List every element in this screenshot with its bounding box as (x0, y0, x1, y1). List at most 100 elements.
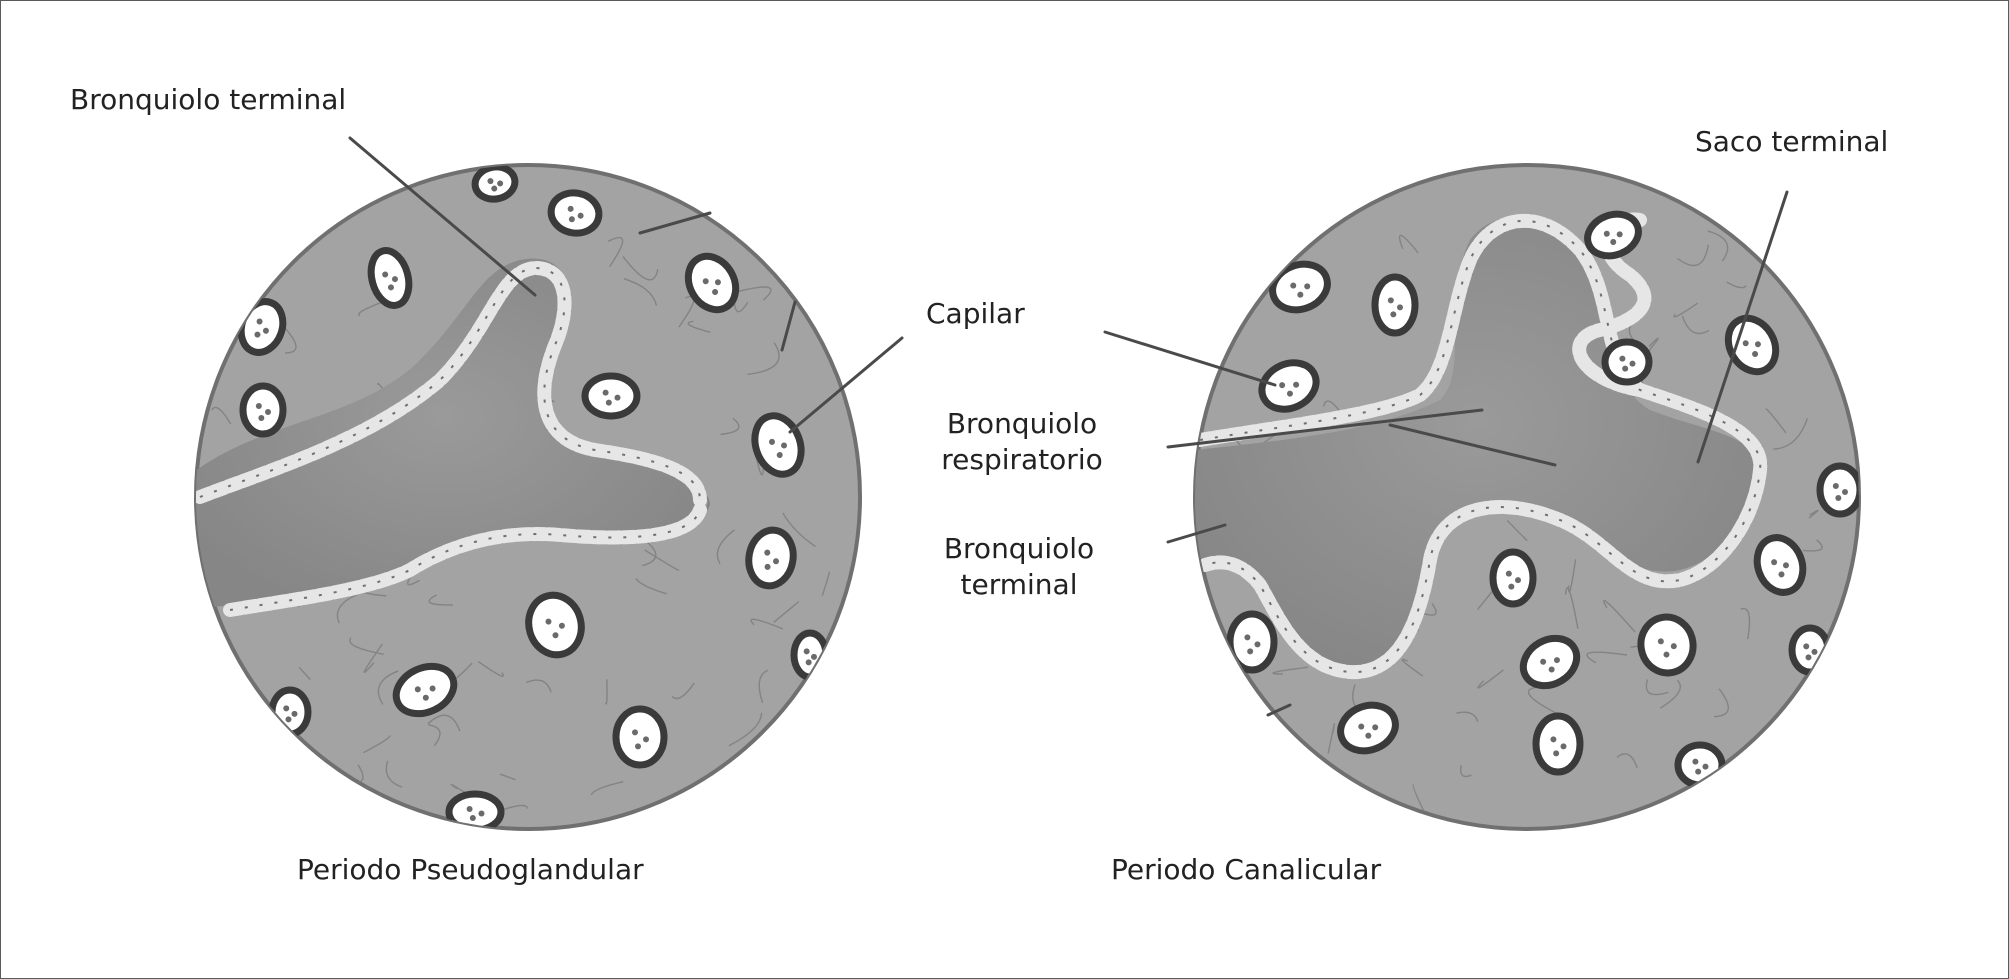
capillary-cell (1816, 462, 1859, 518)
fiber (1677, 244, 1709, 267)
label-line: terminal (960, 568, 1078, 601)
fiber (623, 277, 658, 306)
leader-lines (348, 136, 1789, 717)
capillary-cell (745, 526, 797, 590)
label-bronquiolo-terminal-mid: Bronquiolo terminal (935, 531, 1103, 603)
fiber (298, 667, 311, 681)
fiber (1802, 539, 1823, 552)
pseudoglandular-circle (194, 163, 862, 831)
label-line: Bronquiolo (946, 407, 1098, 440)
fiber (607, 236, 624, 268)
capillary-cell (1601, 338, 1653, 386)
fiber (1412, 783, 1425, 812)
fiber (1398, 234, 1419, 254)
leader-respiratorio-b (1388, 423, 1557, 467)
capillary-cell (471, 165, 519, 203)
fiber (1740, 607, 1751, 640)
fiber (1586, 651, 1628, 664)
capillary-cell (268, 686, 312, 738)
capillary-cell (445, 790, 505, 829)
fiber (622, 256, 659, 281)
capillary-cell (1584, 210, 1642, 260)
fiber (716, 529, 735, 565)
fiber (1681, 315, 1710, 335)
capillary-cell (392, 662, 458, 718)
leader-capilar-left (788, 336, 904, 434)
fiber (428, 594, 453, 606)
fiber (1707, 230, 1729, 262)
fiber (1808, 509, 1819, 519)
fiber (635, 577, 667, 595)
fiber (671, 682, 695, 700)
capillary-cell (1269, 260, 1331, 314)
fiber (747, 342, 780, 376)
capillary-cell (1371, 273, 1419, 337)
fiber (1567, 559, 1577, 593)
fiber (1673, 302, 1699, 318)
capillary-cell (1258, 359, 1320, 413)
fiber (758, 669, 769, 703)
capillary-cell (612, 705, 668, 769)
fiber (428, 724, 441, 747)
leader-bronquiolo-terminal-left (348, 136, 537, 297)
capillary-cell (1637, 613, 1697, 677)
leader-saco-terminal (1696, 190, 1789, 464)
leader-capilar-right (1103, 330, 1277, 387)
fiber (644, 549, 680, 572)
fiber (821, 571, 830, 596)
fiber (1603, 599, 1636, 633)
fiber (687, 320, 711, 334)
fiber (773, 601, 800, 623)
fiber (728, 712, 763, 747)
fiber (590, 781, 624, 796)
airway-epithelium-lower (223, 503, 707, 617)
fiber (385, 760, 403, 788)
fiber (363, 734, 391, 754)
fiber (1527, 686, 1561, 716)
fiber (1765, 407, 1787, 434)
capillary-cell (547, 189, 603, 237)
fiber (1456, 711, 1479, 723)
capillary-cell (684, 252, 740, 314)
fiber (1401, 658, 1424, 677)
leader-respiratorio-a (1166, 408, 1484, 449)
fiber (1714, 688, 1729, 718)
capillary-cell (1337, 701, 1399, 755)
fiber (1659, 679, 1682, 709)
fiber (363, 643, 383, 673)
fiber (1645, 679, 1669, 696)
fiber (1726, 281, 1747, 289)
capillary-cell (239, 382, 287, 438)
fiber (210, 406, 232, 425)
fiber-stub-2 (780, 300, 797, 352)
fiber (377, 670, 399, 705)
fiber-stub-1 (638, 211, 712, 235)
leader-terminal-right (1166, 523, 1227, 544)
canalicular-circle (1193, 163, 1861, 831)
capillary-cell (525, 591, 585, 659)
fiber (720, 417, 740, 436)
fiber (477, 660, 505, 677)
capillary-cell (751, 412, 805, 478)
fiber (525, 679, 552, 693)
capillary-cell (581, 372, 641, 420)
fiber (499, 773, 516, 781)
capillary-cell (1226, 610, 1278, 674)
capillary-cell (1532, 712, 1584, 776)
label-saco-terminal: Saco terminal (1695, 125, 1889, 158)
capillary-cell (367, 247, 413, 309)
fiber (750, 618, 784, 630)
fiber (1506, 519, 1528, 541)
fiber (427, 714, 461, 732)
fiber (782, 512, 816, 548)
fiber (1773, 418, 1809, 450)
airway-lumen (196, 258, 700, 610)
fiber (733, 286, 772, 301)
fiber (1272, 666, 1309, 675)
fiber (678, 296, 695, 328)
label-bronquiolo-terminal-left: Bronquiolo terminal (70, 83, 347, 116)
caption-pseudoglandular: Periodo Pseudoglandular (297, 853, 644, 886)
label-capilar: Capilar (926, 297, 1025, 330)
capillary-cell (1489, 548, 1537, 608)
